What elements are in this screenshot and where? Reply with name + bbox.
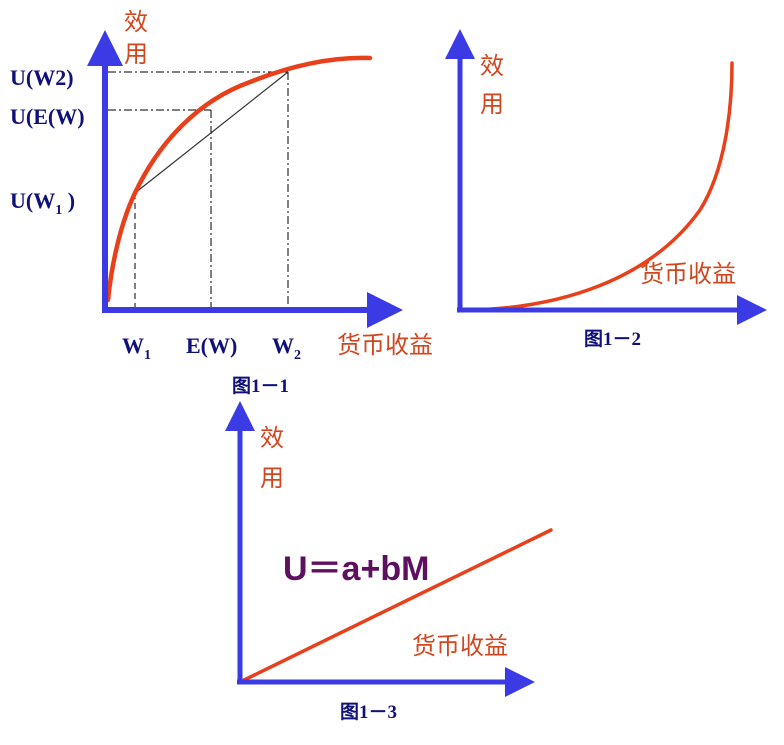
convex-utility-curve	[468, 61, 734, 312]
chord-line	[134, 71, 289, 194]
y-axis-label-1: 效	[260, 424, 284, 452]
linear-utility-line	[238, 528, 553, 684]
x-tick-w2: W2	[272, 333, 301, 363]
y-tick-u-w2: U(W2)	[10, 65, 74, 90]
x-axis-label: 货币收益	[337, 331, 433, 359]
figure-caption: 图1－1	[232, 375, 289, 397]
x-tick-ew: E(W)	[186, 333, 237, 358]
figure-1-3: 效 用 U＝a+bM 货币收益 图1－3	[225, 401, 553, 723]
x-axis-label: 货币收益	[640, 260, 736, 288]
figure-caption: 图1－2	[584, 328, 641, 350]
y-axis-label-1: 效	[480, 52, 504, 80]
guide-lines	[108, 71, 289, 308]
figure-1-2: 效 用 货币收益 图1－2	[445, 29, 767, 350]
y-axis-label-2: 用	[124, 40, 148, 68]
figure-1-1: 效 用 U(W2) U(E(W) U(W1 ) W1 E(W) W2 货币收益 …	[10, 8, 433, 397]
x-tick-w1: W1	[122, 333, 151, 363]
y-tick-u-w1: U(W1 )	[10, 188, 75, 218]
y-tick-u-ew: U(E(W)	[10, 104, 85, 129]
concave-utility-curve	[105, 55, 373, 303]
y-axis-label-2: 用	[480, 90, 504, 118]
equation-label: U＝a+bM	[283, 550, 429, 588]
figure-caption: 图1－3	[340, 701, 397, 723]
y-axis-label-2: 用	[260, 464, 284, 492]
y-axis-label-1: 效	[124, 8, 148, 36]
x-axis-label: 货币收益	[412, 632, 508, 660]
